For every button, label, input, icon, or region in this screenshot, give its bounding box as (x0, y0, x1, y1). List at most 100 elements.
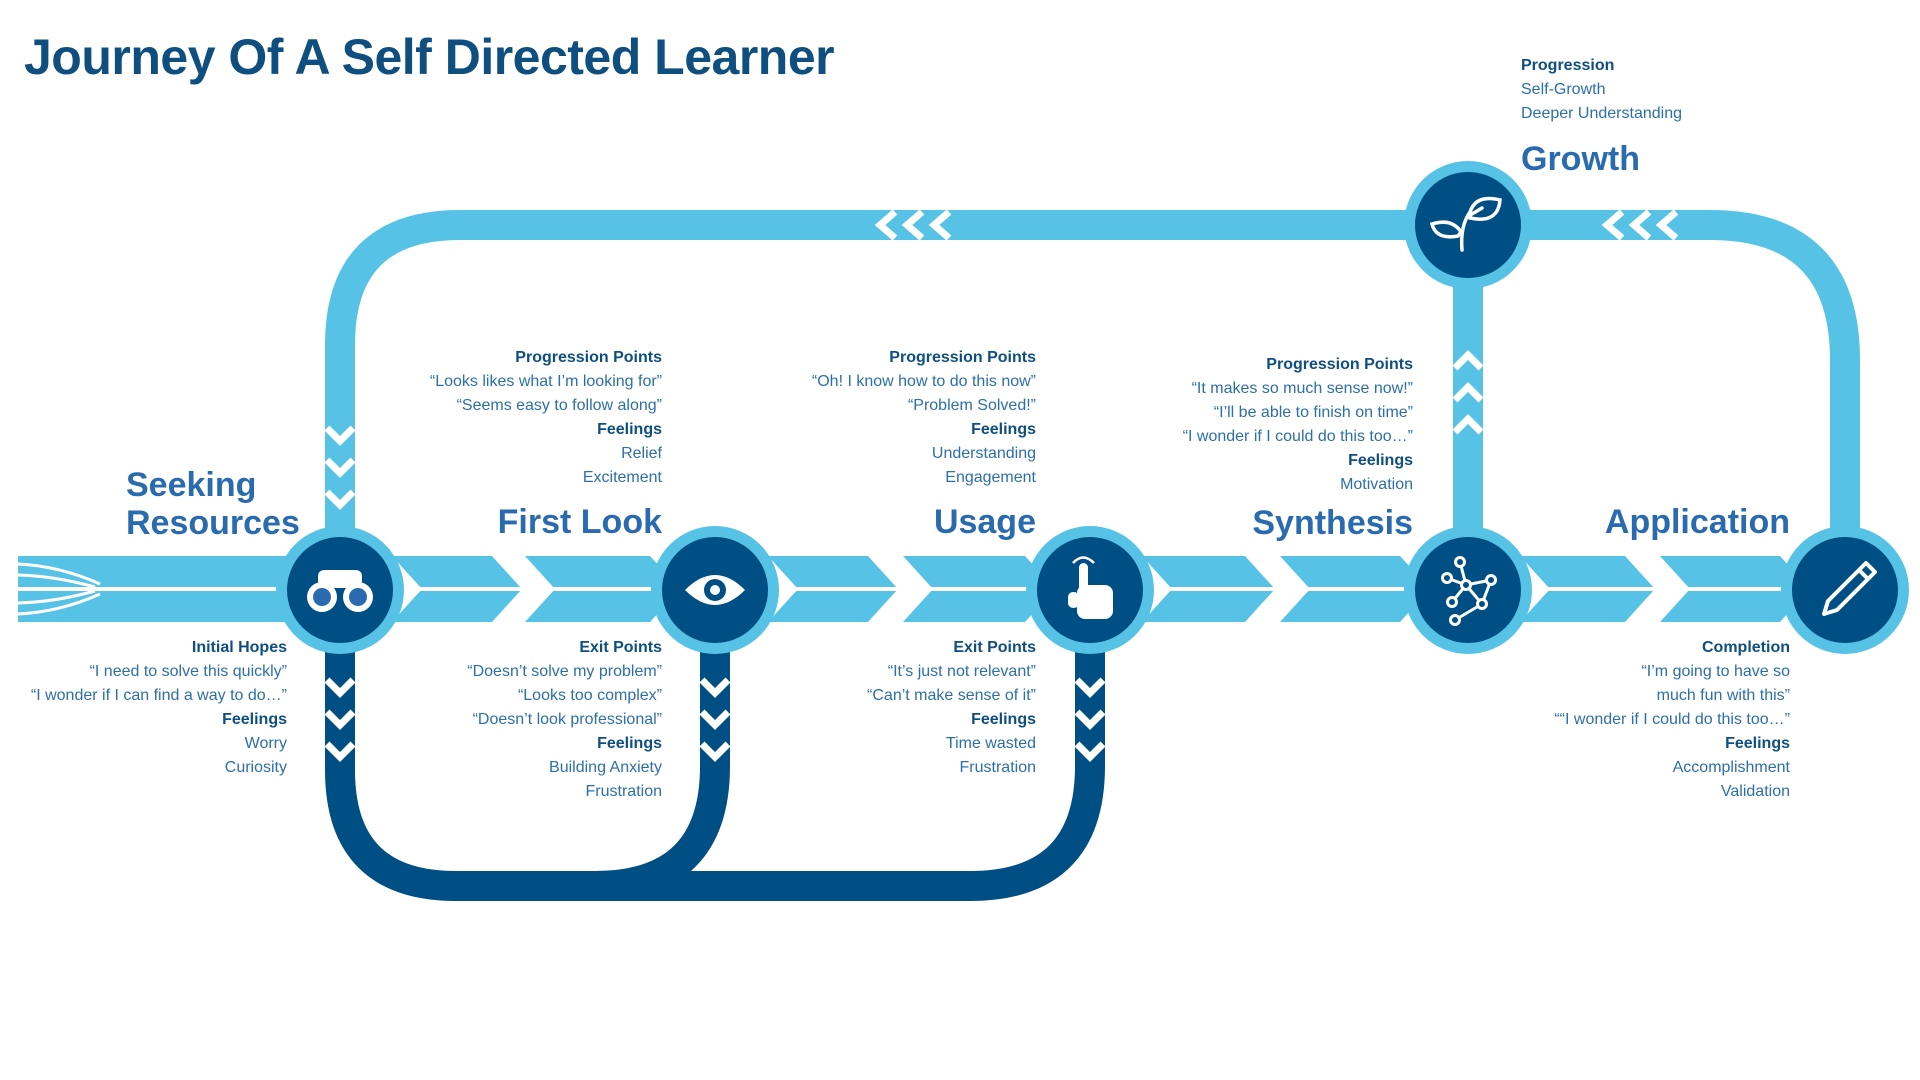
exit-heading: Exit Points (953, 639, 1036, 656)
chevron-down-icon (324, 425, 356, 446)
stage-title-line: Growth (1521, 140, 1640, 178)
feelings-heading: Feelings (971, 711, 1036, 728)
growth-progression-item: Deeper Understanding (1521, 105, 1682, 122)
stage-title-growth: Growth (1521, 140, 1640, 178)
completion-item: much fun with this” (1656, 687, 1790, 704)
chevron-down-icon (324, 741, 356, 762)
stage-title-line: First Look (497, 503, 662, 541)
exit-loop-first-look (594, 640, 730, 901)
growth-progression-item: Self-Growth (1521, 81, 1606, 98)
binoculars-icon (307, 570, 373, 612)
sprout-icon (1429, 196, 1502, 252)
chevron-left-icon (1628, 209, 1652, 241)
hand-pointer-icon (1068, 556, 1113, 619)
chevron-down-icon (324, 709, 356, 730)
chevron-up-icon (1452, 350, 1484, 371)
stage-title-first-look: First Look (498, 503, 662, 541)
chevron-down-icon (699, 709, 731, 730)
chevron-left-icon (1655, 209, 1679, 241)
feeling-item: Curiosity (224, 759, 287, 776)
feeling-item: Frustration (585, 783, 662, 800)
usage-progression: Progression Points “Oh! I know how to do… (812, 346, 1036, 490)
feeling-item: Validation (1720, 783, 1790, 800)
stage-title-usage: Usage (934, 503, 1036, 541)
chevron-down-icon (324, 677, 356, 698)
hope-item: “I wonder if I can find a way to do…” (30, 687, 287, 704)
chevron-left-icon (874, 209, 898, 241)
progression-item: “Looks likes what I’m looking for” (429, 373, 662, 390)
feelings-heading: Feelings (971, 421, 1036, 438)
stage-title-line: Resources (126, 504, 300, 542)
chevron-down-icon (324, 489, 356, 510)
chevron-up-icon (1452, 382, 1484, 403)
page-title: Journey Of A Self Directed Learner (24, 29, 835, 85)
stage-node-usage (1026, 526, 1154, 654)
chevron-left-icon (1601, 209, 1625, 241)
track-start-fray (17, 562, 101, 616)
exit-loop-outer (325, 640, 1105, 901)
progression-item: “Seems easy to follow along” (456, 397, 662, 414)
eye-icon (685, 575, 745, 605)
progression-heading: Progression Points (515, 349, 662, 366)
stage-node-growth (1404, 161, 1532, 289)
feeling-item: Understanding (931, 445, 1036, 462)
exit-item: “Doesn’t solve my problem” (467, 663, 662, 680)
stage-node-seeking (276, 526, 404, 654)
feeling-item: Motivation (1340, 476, 1413, 493)
growth-progression-heading: Progression (1521, 57, 1615, 74)
exit-item: “Doesn’t look professional” (472, 711, 662, 728)
chevron-down-icon (1074, 677, 1106, 698)
top-chevrons (874, 209, 1679, 241)
usage-exit: Exit Points “It’s just not relevant” “Ca… (867, 636, 1036, 780)
exit-item: “Looks too complex” (517, 687, 662, 704)
stage-title-line: Seeking (126, 466, 257, 504)
synthesis-progression: Progression Points “It makes so much sen… (1183, 353, 1413, 497)
feeling-item: Time wasted (945, 735, 1036, 752)
chevron-up-icon (1452, 414, 1484, 435)
feelings-heading: Feelings (597, 421, 662, 438)
feelings-heading: Feelings (1348, 452, 1413, 469)
stage-title-seeking: Seeking Resources (126, 466, 300, 542)
feeling-item: Relief (621, 445, 662, 462)
stage-node-first-look (651, 526, 779, 654)
chevron-down-icon (324, 457, 356, 478)
completion-item: ““I wonder if I could do this too…” (1554, 711, 1790, 728)
growth-info: Progression Self-Growth Deeper Understan… (1521, 54, 1682, 126)
hopes-heading: Initial Hopes (191, 639, 287, 656)
stage-title-line: Synthesis (1252, 504, 1413, 542)
feeling-item: Frustration (959, 759, 1036, 776)
chevron-down-icon (699, 677, 731, 698)
exit-item: “It’s just not relevant” (887, 663, 1036, 680)
progression-heading: Progression Points (1266, 356, 1413, 373)
exit-loops (325, 640, 1105, 901)
stage-title-synthesis: Synthesis (1252, 504, 1413, 542)
application-completion: Completion “I’m going to have so much fu… (1554, 636, 1790, 804)
feeling-item: Building Anxiety (549, 759, 662, 776)
main-track (17, 556, 1810, 622)
feelings-heading: Feelings (222, 711, 287, 728)
growth-loop-right (1468, 210, 1860, 540)
stage-title-application: Application (1605, 503, 1790, 541)
exit-item: “Can’t make sense of it” (867, 687, 1036, 704)
completion-item: “I’m going to have so (1641, 663, 1790, 680)
stage-title-line: Usage (933, 503, 1036, 541)
feelings-heading: Feelings (597, 735, 662, 752)
seeking-initial-hopes: Initial Hopes “I need to solve this quic… (31, 636, 287, 780)
feelings-heading: Feelings (1725, 735, 1790, 752)
left-loop-chevrons (324, 425, 356, 510)
progression-item: “Problem Solved!” (907, 397, 1036, 414)
feeling-item: Excitement (582, 469, 662, 486)
progression-heading: Progression Points (889, 349, 1036, 366)
feeling-item: Worry (244, 735, 287, 752)
pencil-icon (1822, 561, 1877, 616)
progression-item: “Oh! I know how to do this now” (811, 373, 1036, 390)
exit-heading: Exit Points (579, 639, 662, 656)
completion-heading: Completion (1702, 639, 1790, 656)
feeling-item: Engagement (945, 469, 1036, 486)
growth-loop-left (325, 210, 1468, 540)
progression-item: “I’ll be able to finish on time” (1213, 404, 1413, 421)
stage-title-line: Application (1604, 503, 1790, 541)
first-look-progression: Progression Points “Looks likes what I’m… (430, 346, 662, 490)
network-icon (1441, 556, 1497, 626)
